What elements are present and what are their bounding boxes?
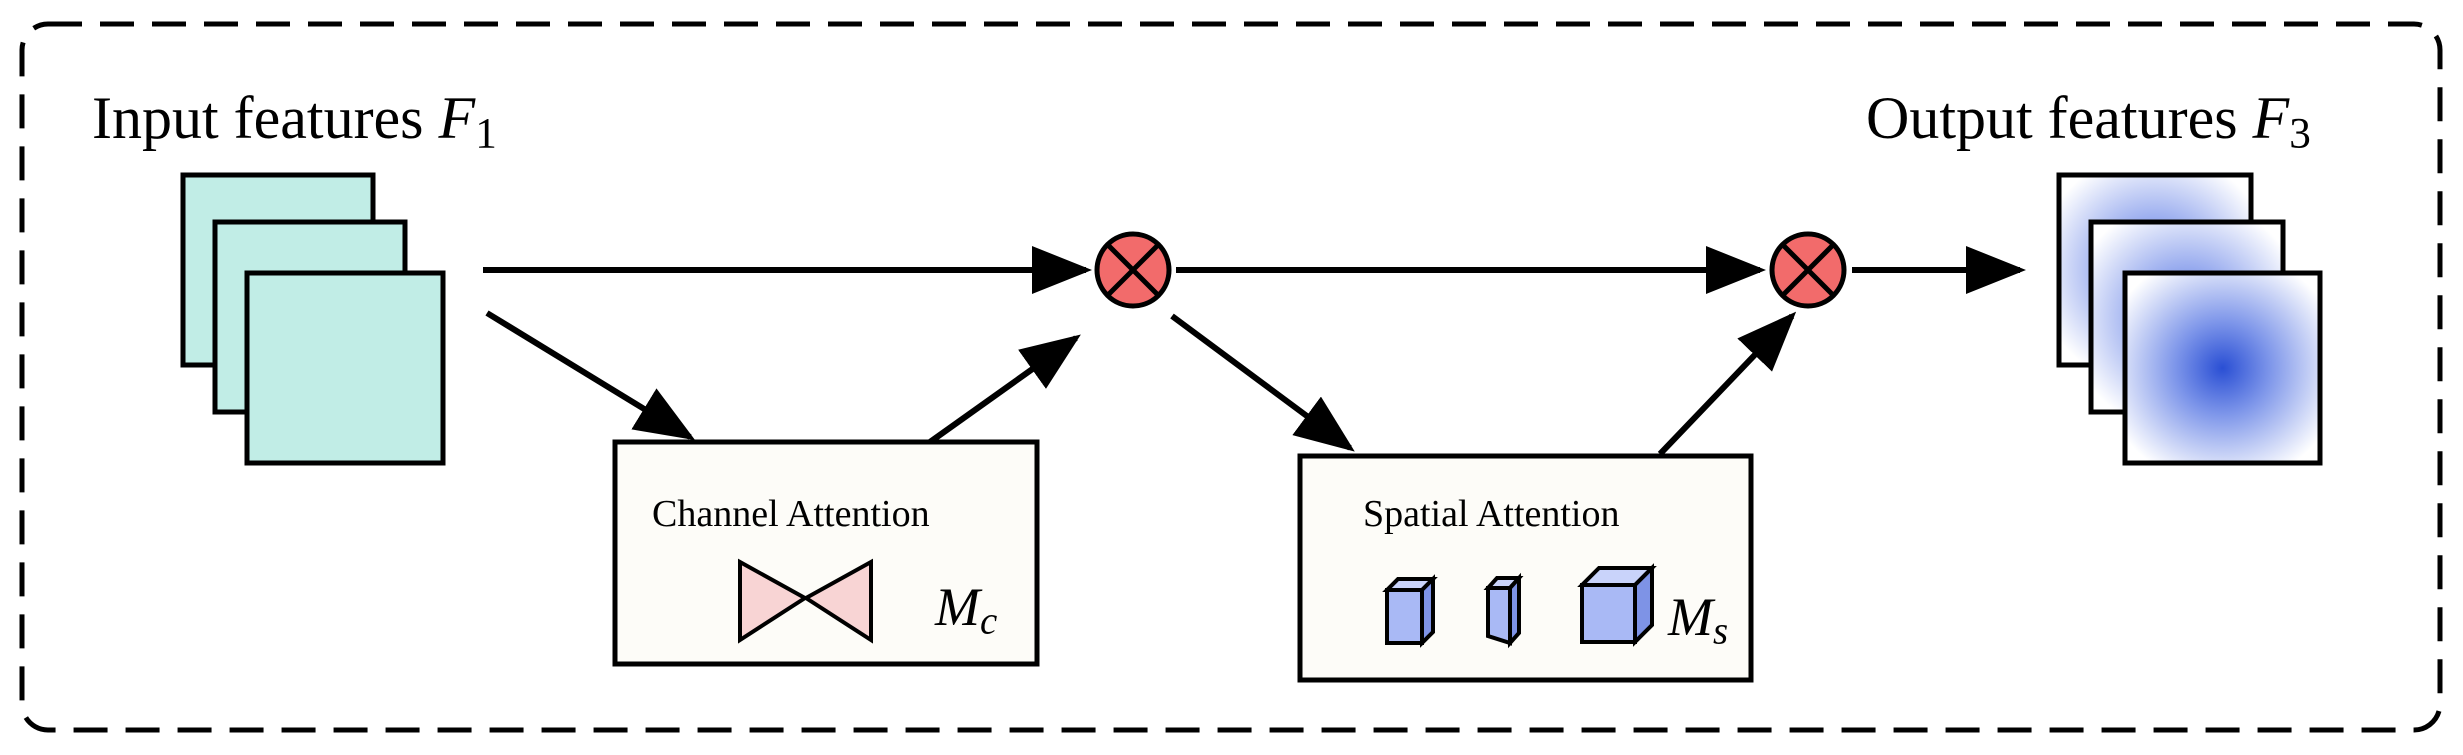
arrow-input-to-channel-attention xyxy=(485,310,696,441)
channel-attention-title: Channel Attention xyxy=(652,493,930,535)
spatial-attention-symbol: M xyxy=(1668,587,1713,647)
output-feature-map-front xyxy=(2122,270,2323,466)
spatial-attention-box xyxy=(1297,453,1754,683)
input-features-label: Input features F1 xyxy=(92,88,497,156)
input-features-subscript: 1 xyxy=(475,110,497,158)
input-feature-map-front xyxy=(244,270,446,466)
cube-large-icon xyxy=(1577,563,1657,647)
outer-dashed-frame xyxy=(19,21,2443,733)
arrow-channel-attention-to-multiply-1 xyxy=(928,334,1081,445)
arrow-spatial-attention-to-multiply-2 xyxy=(1657,311,1797,457)
output-features-prefix: Output features xyxy=(1866,85,2253,151)
output-features-label: Output features F3 xyxy=(1866,88,2311,156)
input-features-symbol: F xyxy=(438,85,476,151)
input-features-prefix: Input features xyxy=(92,85,439,151)
channel-attention-subscript: c xyxy=(979,599,998,643)
multiply-node-2 xyxy=(1769,231,1847,309)
channel-attention-box xyxy=(612,439,1040,667)
cube-small-icon xyxy=(1382,574,1438,648)
output-features-symbol: F xyxy=(2252,85,2290,151)
channel-attention-symbol: M xyxy=(935,577,980,637)
channel-attention-symbol-label: Mc xyxy=(935,580,997,641)
bowtie-icon xyxy=(738,558,873,644)
output-features-subscript: 3 xyxy=(2289,110,2311,158)
input-feature-maps xyxy=(180,172,446,466)
spatial-attention-symbol-label: Ms xyxy=(1668,590,1728,651)
output-feature-maps xyxy=(2056,172,2323,466)
cube-thin-icon xyxy=(1483,572,1524,649)
spatial-attention-title: Spatial Attention xyxy=(1363,493,1620,535)
arrow-multiply-1-to-spatial-attention xyxy=(1170,313,1355,452)
spatial-attention-subscript: s xyxy=(1712,609,1729,653)
multiply-node-1 xyxy=(1094,231,1172,309)
